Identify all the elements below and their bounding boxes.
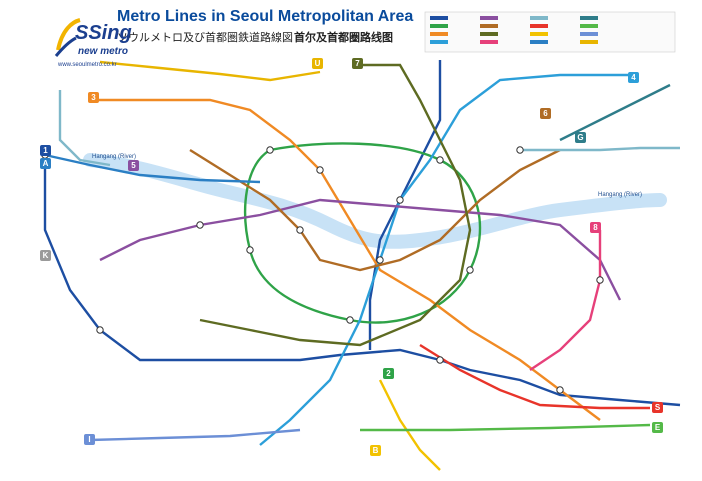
line-i-route	[89, 428, 301, 442]
line-s-route	[419, 343, 650, 410]
river-label-right: Hangang (River)	[598, 192, 643, 198]
line-badge-8[interactable]: 8	[590, 222, 601, 233]
river-label-left: Hangang (River)	[92, 154, 137, 160]
line-3-route	[90, 98, 601, 421]
line-badge-k[interactable]: K	[40, 250, 51, 261]
line-k-route	[520, 146, 680, 152]
map-subtitle-chinese: 首尔及首都圈路线图	[294, 31, 393, 44]
line-badge-3[interactable]: 3	[88, 92, 99, 103]
transfer-stations	[41, 146, 604, 394]
line-badge-b[interactable]: B	[370, 445, 381, 456]
line-badge-i[interactable]: I	[84, 434, 95, 445]
line-badge-6[interactable]: 6	[540, 108, 551, 119]
legend-block	[424, 11, 676, 53]
brand-tagline: new metro	[78, 46, 129, 57]
brand-url[interactable]: www.seoulmetro.co.kr	[58, 62, 117, 68]
line-4-route	[259, 73, 630, 446]
line-b-route	[378, 379, 441, 471]
line-badge-5[interactable]: 5	[128, 160, 139, 171]
line-a-route	[44, 153, 261, 184]
line-5-route	[99, 198, 622, 301]
line-6-route	[189, 148, 561, 272]
line-1-route	[43, 150, 681, 407]
logo-icon	[54, 18, 81, 57]
line-8-route	[529, 230, 602, 371]
line-k-west	[58, 90, 111, 167]
line-badge-g[interactable]: G	[575, 132, 586, 143]
line-badge-a[interactable]: A	[40, 158, 51, 169]
line-badge-s[interactable]: S	[652, 402, 663, 413]
line-g-route	[559, 83, 671, 142]
map-title: Metro Lines in Seoul Metropolitan Area	[117, 8, 414, 25]
han-river	[83, 153, 667, 249]
line-u-route	[99, 60, 321, 82]
brand-logo-text: SSing	[75, 22, 132, 44]
line-badge-e[interactable]: E	[652, 422, 663, 433]
line-badge-2[interactable]: 2	[383, 368, 394, 379]
line-7-route	[199, 63, 472, 347]
map-subtitle-japanese: ソウルメトロ及び首都圏鉄道路線図	[117, 31, 293, 44]
line-badge-1[interactable]: 1	[40, 145, 51, 156]
line-badge-4[interactable]: 4	[628, 72, 639, 83]
line-e-route	[360, 423, 651, 432]
line-badge-7[interactable]: 7	[352, 58, 363, 69]
line-badge-u[interactable]: U	[312, 58, 323, 69]
